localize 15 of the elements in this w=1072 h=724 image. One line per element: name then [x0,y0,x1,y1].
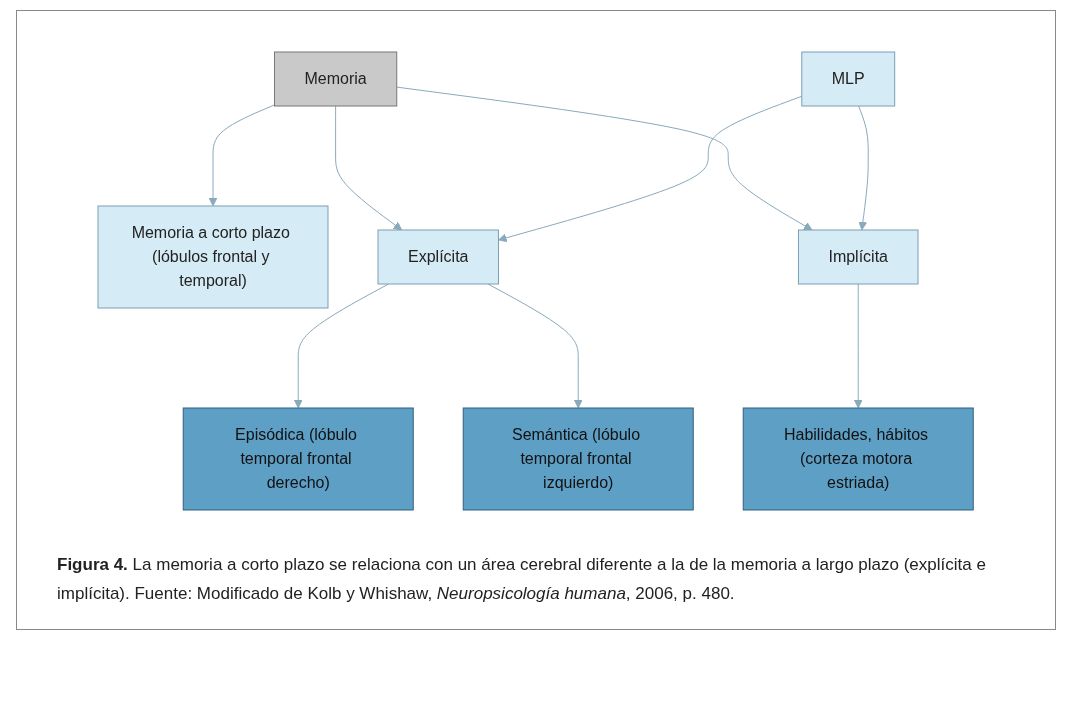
figure-caption: Figura 4. La memoria a corto plazo se relaciona con un área cerebral diferente a la de la memoria a largo plazo (explícita e implícita). Fuente: Modificado de Kolb y Whishaw, Neuropsicología humana, 2006, p. 480. [57,554,987,605]
node-box: Implícita [798,229,919,285]
node-box: MLP [801,51,896,107]
node-box: Memoria a corto plazo (lóbulos frontal y temporal) [97,205,329,309]
arrow [335,105,403,231]
node-box: Habilidades, hábitos (corteza motora estriada) [743,407,975,511]
arrow [854,283,863,409]
arrow [209,104,276,207]
node-box: Explícita [377,229,500,285]
arrow [858,105,870,231]
node-box: Episódica (lóbulo temporal frontal derecho) [183,407,415,511]
node-box: Memoria [274,51,398,107]
arrow [396,86,813,231]
node-box: Semántica (lóbulo temporal frontal izquierdo) [463,407,695,511]
arrow [498,95,803,243]
